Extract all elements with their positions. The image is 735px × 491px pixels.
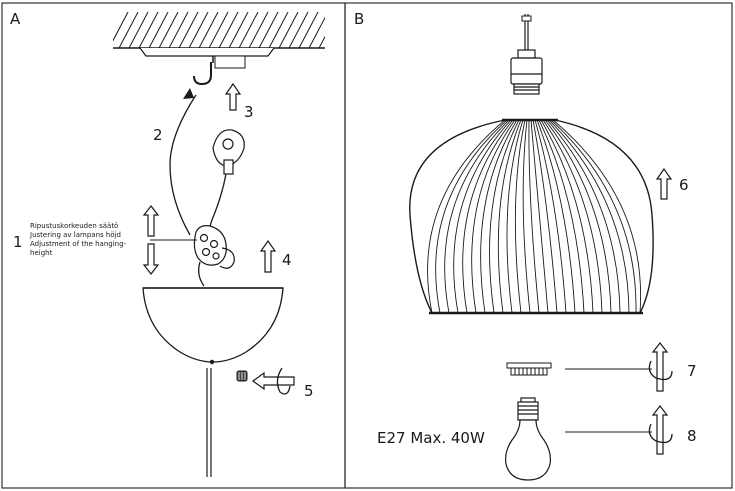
canopy-screw-hole [209,359,215,365]
arrow-7-up [651,342,669,392]
callout-6: 6 [679,176,689,194]
set-screw-icon [236,370,248,382]
globe-shade [409,118,654,315]
panel-b-frame [344,2,733,489]
arrow-1-up [142,205,160,237]
callout-3: 3 [244,103,254,121]
ceiling-hook [193,62,212,86]
plug-icon [212,129,245,175]
callout-4: 4 [282,251,292,269]
callout-7: 7 [687,362,697,380]
ceiling-terminal [214,55,246,69]
rotate-8-icon [648,423,673,444]
arrow-3-up [224,82,242,111]
rotate-7-icon [648,360,673,381]
adjust-text-en-2: height [30,249,53,257]
cord-2-arrow [183,88,194,99]
arrow-1-down [142,243,160,275]
callout-2: 2 [153,126,163,144]
lamp-socket-icon [510,49,543,95]
ceiling-plate [139,47,275,57]
adjust-text-en: Adjustment of the hanging- [30,240,127,248]
rotate-5-icon [276,367,291,395]
callout-1: 1 [13,233,23,251]
arrow-6-up [655,167,673,200]
panel-a-letter: A [10,10,21,28]
adjust-text-sv: Justering av lampans höjd [29,231,121,239]
cable-clamp-icon [193,225,235,269]
cord-lower [198,261,205,287]
ceiling-hatch [113,12,325,48]
arrow-4-up [259,239,277,273]
shade-ring-icon [506,362,552,376]
light-bulb-icon [505,397,551,481]
panel-b-letter: B [354,10,364,28]
bulb-spec-label: E27 Max. 40W [377,429,485,447]
arrow-8-up [651,405,669,455]
wire-clip [521,15,532,22]
cord-2 [169,94,197,236]
callout-8: 8 [687,427,697,445]
callout-5: 5 [304,382,314,400]
arrow-5-left [251,371,295,391]
canopy-bowl [142,287,284,363]
adjust-text-fi: Ripustuskorkeuden säätö [30,222,118,230]
